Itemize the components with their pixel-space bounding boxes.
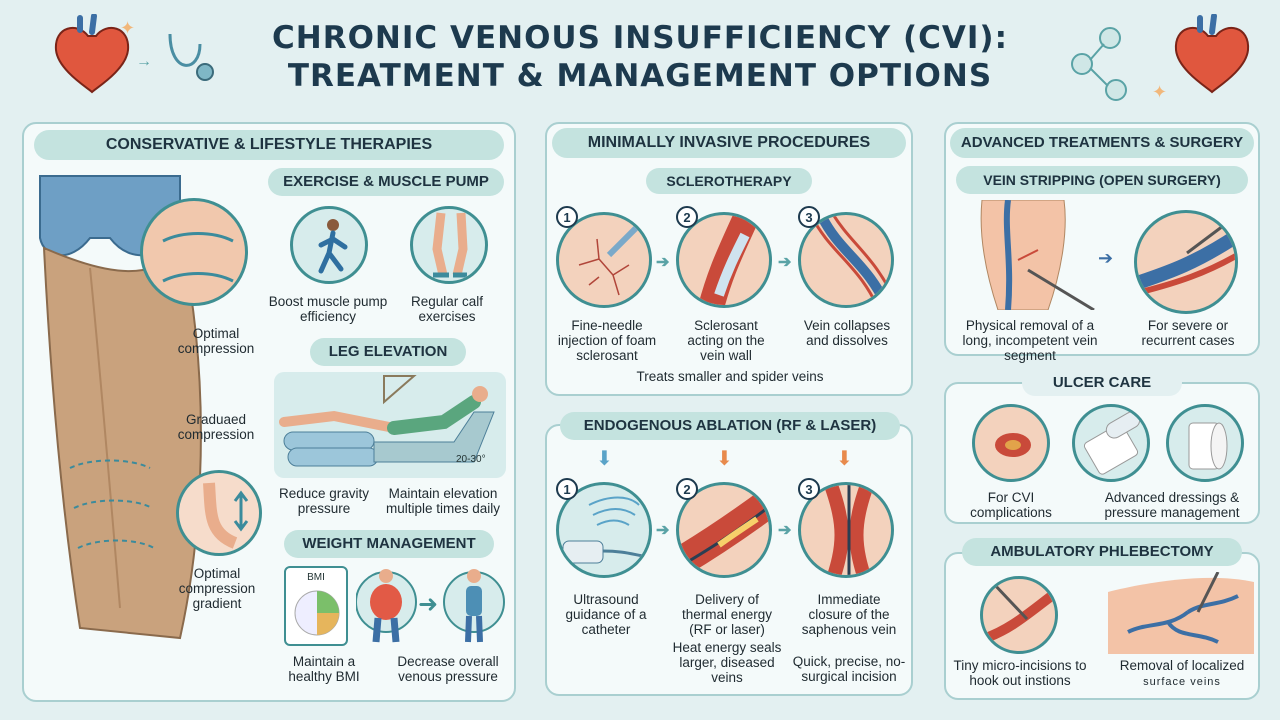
sclero-step2-circle [676, 212, 772, 308]
svg-text:✦: ✦ [1152, 82, 1167, 102]
walking-person-icon [290, 206, 368, 284]
phleb-header: AMBULATORY PHLEBECTOMY [962, 538, 1242, 566]
weight-caption-1: Maintain a healthy BMI [288, 654, 360, 684]
page-title-line1: CHRONIC VENOUS INSUFFICIENCY (CVI): [272, 20, 1008, 56]
svg-text:✦: ✦ [120, 18, 135, 38]
heart-stethoscope-icon: → ✦ [54, 14, 214, 94]
svg-text:➜: ➜ [418, 591, 438, 618]
ulcer-caption-1: For CVI complications [970, 490, 1052, 520]
sclero-footer: Treats smaller and spider veins [636, 369, 824, 384]
ablation-step1-number: 1 [556, 478, 578, 500]
elevation-caption-2: Maintain elevation multiple times daily [385, 486, 501, 516]
heart-network-icon: ✦ [1071, 14, 1250, 102]
weight-header: WEIGHT MANAGEMENT [284, 530, 494, 558]
sclero-header: SCLEROTHERAPY [646, 168, 812, 194]
ablation-caption-4: Heat energy seals larger, diseased veins [672, 640, 782, 685]
stripping-detail-circle [1134, 210, 1238, 314]
exercise-caption-1: Boost muscle pump efficiency [268, 294, 388, 324]
graduated-compression-label: Graduaed compression [177, 412, 255, 442]
conservative-header: CONSERVATIVE & LIFESTYLE THERAPIES [34, 130, 504, 160]
stripping-arrow: ➔ [1098, 248, 1114, 268]
compression-gradient-circle [176, 470, 262, 556]
advanced-header: ADVANCED TREATMENTS & SURGERY [950, 128, 1254, 158]
phleb-caption-3: surface veins [1143, 676, 1221, 688]
ablation-caption-3: Immediate closure of the saphenous vein [801, 592, 897, 637]
elevation-angle: 20-30° [456, 454, 486, 465]
weight-caption-2: Decrease overall venous pressure [397, 654, 499, 684]
sclero-caption-1: Fine-needle injection of foam sclerosant [557, 318, 657, 363]
optimal-compression-circle [140, 198, 248, 306]
sclero-caption-2: Sclerosant acting on the vein wall [687, 318, 765, 363]
optimal-compression-label: Optimal compression [177, 326, 255, 356]
svg-text:→: → [136, 53, 152, 70]
weight-loss-figures-icon: ➜ [356, 569, 505, 643]
minimal-header: MINIMALLY INVASIVE PROCEDURES [552, 128, 906, 158]
sclero-step2-number: 2 [676, 206, 698, 228]
dressing-icon [1072, 404, 1150, 482]
stripping-caption-2: For severe or recurrent cases [1141, 318, 1235, 348]
compression-gradient-label: Optimal compression gradient [178, 566, 256, 611]
bandage-roll-icon [1166, 404, 1244, 482]
page-title-line2: TREATMENT & MANAGEMENT OPTIONS [287, 58, 993, 94]
ablation-arrow-2: ➔ [778, 522, 792, 539]
calf-exercise-icon [410, 206, 488, 284]
sclero-arrow-2: ➔ [778, 254, 792, 271]
ablation-arrow-down-2: ⬇ [716, 448, 733, 470]
sclero-caption-3: Vein collapses and dissolves [803, 318, 891, 348]
ablation-caption-2: Delivery of thermal energy (RF or laser) [681, 592, 773, 637]
bmi-chart-icon: BMI [284, 566, 348, 646]
ablation-step2-number: 2 [676, 478, 698, 500]
ablation-step3-number: 3 [798, 478, 820, 500]
ulcer-header: ULCER CARE [1022, 370, 1182, 396]
sclero-step1-number: 1 [556, 206, 578, 228]
phleb-caption-1: Tiny micro-incisions to hook out instion… [953, 658, 1087, 688]
elevation-header: LEG ELEVATION [310, 338, 466, 366]
ablation-caption-5: Quick, precise, no-surgical incision [792, 654, 906, 684]
stripping-header: VEIN STRIPPING (OPEN SURGERY) [956, 166, 1248, 194]
ablation-arrow-1: ➔ [656, 522, 670, 539]
elevation-caption-1: Reduce gravity pressure [278, 486, 370, 516]
ulcer-wound-icon [972, 404, 1050, 482]
sclero-step3-circle [798, 212, 894, 308]
phleb-caption-2: Removal of localized [1119, 658, 1245, 673]
micro-incision-icon [980, 576, 1058, 654]
sclero-arrow-1: ➔ [656, 254, 670, 271]
exercise-header: EXERCISE & MUSCLE PUMP [268, 168, 504, 196]
sclero-step1-circle [556, 212, 652, 308]
sclero-step3-number: 3 [798, 206, 820, 228]
stripping-caption-1: Physical removal of a long, incompetent … [962, 318, 1098, 363]
exercise-caption-2: Regular calf exercises [410, 294, 484, 324]
elevation-illustration: 20-30° [274, 372, 506, 478]
ablation-arrow-down-1: ⬇ [596, 448, 613, 470]
ablation-caption-1: Ultrasound guidance of a catheter [565, 592, 647, 637]
bmi-label: BMI [307, 572, 325, 583]
ulcer-caption-2: Advanced dressings & pressure management [1104, 490, 1240, 520]
vein-stripping-leg-illustration [980, 200, 1095, 310]
surface-veins-illustration [1108, 572, 1254, 654]
ablation-header: ENDOGENOUS ABLATION (RF & LASER) [560, 412, 900, 440]
ablation-arrow-down-3: ⬇ [836, 448, 853, 470]
